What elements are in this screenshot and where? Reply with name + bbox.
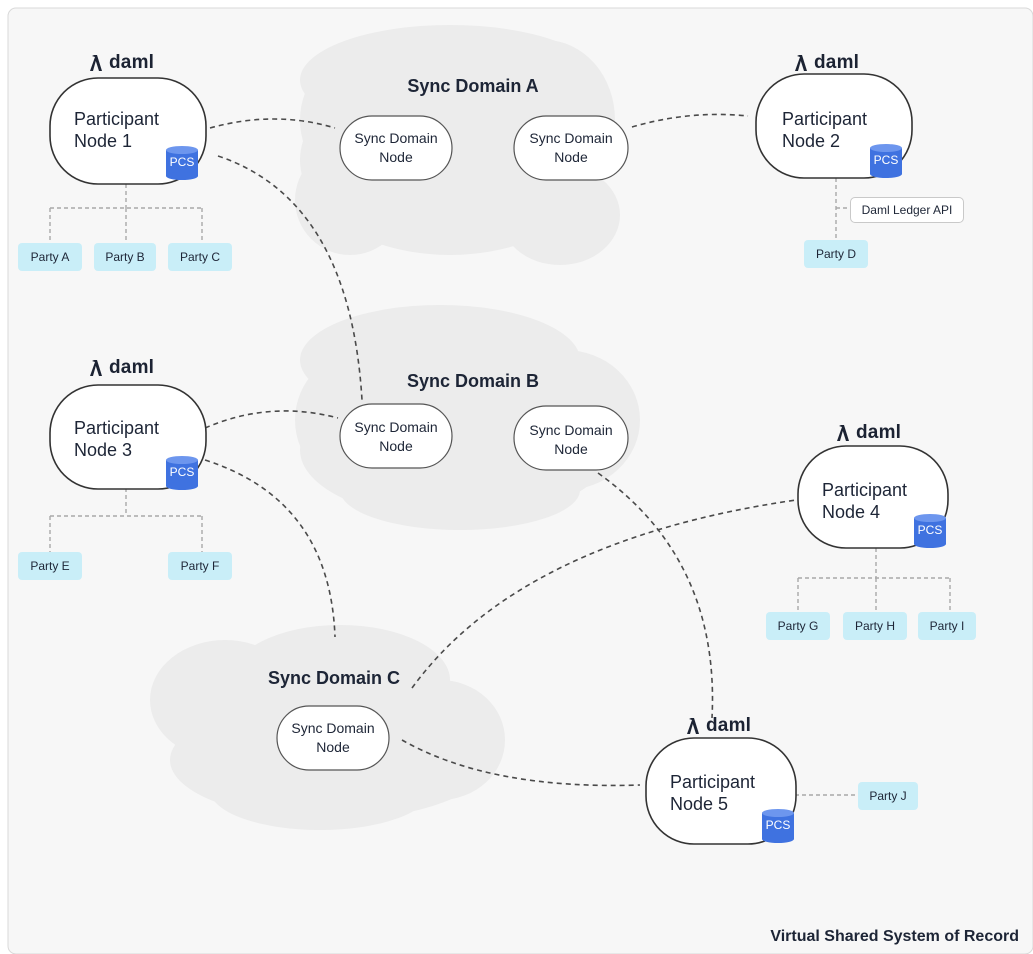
cloud-sync-domain-c — [150, 625, 505, 830]
link-sdn-c-p5 — [401, 739, 641, 787]
participant-node-1-label: Participant Node 1 — [74, 108, 194, 152]
party-b[interactable]: Party B — [94, 243, 156, 271]
sync-domain-a-title: Sync Domain A — [407, 76, 539, 96]
pcs-database-5: PCS — [762, 808, 794, 836]
participant-node-4-label: Participant Node 4 — [822, 479, 942, 523]
sync-domain-node-a2-label: Sync Domain Node — [529, 130, 613, 165]
brand-label: daml — [814, 52, 860, 73]
party-e[interactable]: Party E — [18, 552, 82, 580]
daml-logo: daml — [836, 422, 901, 444]
participant-node-3-line2: Node 3 — [74, 440, 133, 460]
sync-domain-node-c-label: Sync Domain Node — [291, 720, 375, 755]
sync-domain-b-title: Sync Domain B — [406, 371, 540, 391]
link-p3-sdn-c — [204, 459, 336, 638]
daml-ledger-api-label: Daml Ledger API — [850, 197, 964, 223]
database-icon — [166, 456, 198, 490]
pcs-label: PCS — [169, 155, 195, 169]
sync-domain-node-b2-label: Sync Domain Node — [529, 422, 613, 457]
participant-node-4[interactable] — [797, 445, 949, 549]
sync-domain-node-c[interactable] — [276, 705, 390, 771]
party-j[interactable]: Party J — [858, 782, 918, 810]
party-a[interactable]: Party A — [18, 243, 82, 271]
participant-node-1-line1: Participant — [74, 109, 160, 129]
pcs-database-3: PCS — [166, 455, 198, 483]
sync-domain-node-b2[interactable] — [513, 405, 629, 471]
participant-node-5[interactable] — [645, 737, 797, 845]
connections — [204, 113, 797, 787]
participant-node-1-line2: Node 1 — [74, 131, 133, 151]
participant-node-4-line2: Node 4 — [822, 502, 881, 522]
daml-logo: daml — [794, 52, 859, 74]
participant-node-2-line2: Node 2 — [782, 131, 841, 151]
database-icon — [762, 809, 794, 843]
party-c[interactable]: Party C — [168, 243, 232, 271]
daml-logo: daml — [89, 52, 154, 74]
participant-node-2-line1: Participant — [782, 109, 868, 129]
party-links — [49, 178, 951, 796]
party-i[interactable]: Party I — [918, 612, 976, 640]
database-icon — [870, 144, 902, 178]
sync-domain-c-title: Sync Domain C — [267, 668, 401, 688]
link-sdn-b2-p5 — [597, 472, 714, 719]
party-g[interactable]: Party G — [766, 612, 830, 640]
party-h[interactable]: Party H — [843, 612, 907, 640]
pcs-database-1: PCS — [166, 145, 198, 173]
pcs-label: PCS — [169, 465, 195, 479]
participant-node-3-line1: Participant — [74, 418, 160, 438]
daml-logo-icon — [687, 718, 699, 734]
pcs-icons — [166, 144, 946, 843]
pcs-label: PCS — [765, 818, 791, 832]
brand-label: daml — [109, 357, 155, 378]
link-p3-sdn-b1 — [204, 410, 339, 429]
participant-node-2-label: Participant Node 2 — [782, 108, 902, 152]
pcs-database-2: PCS — [870, 143, 902, 171]
daml-logo-icon — [837, 425, 849, 441]
link-p1-sdn-b1 — [217, 155, 363, 401]
participant-node-5-line2: Node 5 — [670, 794, 729, 814]
pcs-label: PCS — [873, 153, 899, 167]
daml-logo: daml — [89, 357, 154, 379]
database-icon — [166, 146, 198, 180]
daml-logo-icon — [90, 55, 102, 71]
participant-node-5-label: Participant Node 5 — [670, 771, 790, 815]
pcs-database-4: PCS — [914, 513, 946, 541]
brand-label: daml — [109, 52, 155, 73]
participant-node-5-line1: Participant — [670, 772, 756, 792]
pcs-label: PCS — [917, 523, 943, 537]
sync-domain-node-b1[interactable] — [339, 403, 453, 469]
footer-label: Virtual Shared System of Record — [770, 928, 1019, 945]
sync-domain-node-a1-label: Sync Domain Node — [354, 130, 438, 165]
link-p1-sdn-a1 — [209, 118, 336, 129]
participant-node-3-label: Participant Node 3 — [74, 417, 194, 461]
sync-domain-node-a2[interactable] — [513, 115, 629, 181]
daml-logo: daml — [686, 715, 751, 737]
sync-domain-node-b1-label: Sync Domain Node — [354, 419, 438, 454]
daml-logo-icon — [795, 55, 807, 71]
party-f[interactable]: Party F — [168, 552, 232, 580]
daml-logo-icon — [90, 360, 102, 376]
sync-domain-node-a1[interactable] — [339, 115, 453, 181]
brand-label: daml — [856, 422, 902, 443]
participant-node-4-line1: Participant — [822, 480, 908, 500]
party-d[interactable]: Party D — [804, 240, 868, 268]
link-sdn-a2-p2 — [631, 113, 749, 128]
brand-label: daml — [706, 715, 752, 736]
database-icon — [914, 514, 946, 548]
